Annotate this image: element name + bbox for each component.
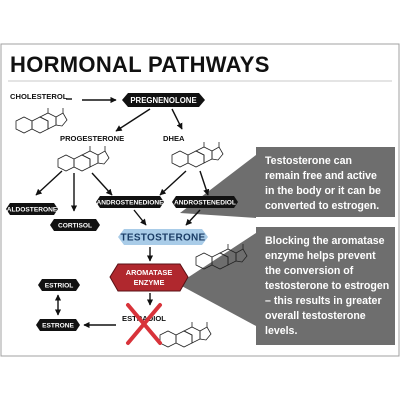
progesterone-label: PROGESTERONE xyxy=(60,134,124,143)
aromatase-enzyme-badge xyxy=(109,263,189,292)
androstenediol-pill xyxy=(172,196,238,208)
estriol-pill xyxy=(38,279,80,291)
hormonal-pathways-diagram: HORMONAL PATHWAYS Testosterone can remai… xyxy=(0,43,400,357)
cortisol-pill xyxy=(50,219,100,231)
cortisol-label: CORTISOL xyxy=(58,223,92,230)
callout-bottom-line: Blocking the aromatase xyxy=(265,235,385,247)
callout-bottom-text: Blocking the aromatase enzyme helps prev… xyxy=(265,235,389,337)
callout-bottom xyxy=(256,227,395,345)
callout-top-text: Testosterone can remain free and active … xyxy=(265,155,381,212)
callout-top-line: in the body or it can be xyxy=(265,185,381,197)
diagram-title: HORMONAL PATHWAYS xyxy=(10,52,270,77)
testosterone-label: TESTOSTERONE xyxy=(120,233,205,244)
dhea-label: DHEA xyxy=(163,134,185,143)
arrow-dhea-androstenedione xyxy=(159,170,187,196)
callout-bottom-line: testosterone to estrogen xyxy=(265,280,389,292)
cholesterol-label: CHOLESTEROL xyxy=(10,92,68,101)
arrow-pregnenolone-progesterone xyxy=(115,108,151,132)
arrow-pregnenolone-dhea xyxy=(171,108,183,130)
callout-bottom-line: – this results in greater xyxy=(265,295,382,307)
callout-top-line: Testosterone can xyxy=(265,155,352,167)
androstenediol-label: ANDROSTENEDIOL xyxy=(174,200,236,207)
blocked-cross-icon xyxy=(126,303,162,345)
aromatase-label-line1: AROMATASE xyxy=(126,268,173,277)
estrone-pill xyxy=(36,319,80,331)
arrow-dhea-androstenediol xyxy=(199,170,210,196)
pregnenolone-pill xyxy=(122,93,205,107)
estrone-label: ESTRONE xyxy=(42,323,74,330)
callout-bottom-line: levels. xyxy=(265,325,297,337)
arrow-androstenediol-testosterone xyxy=(185,209,201,226)
estradiol-label: ESTRADIOL xyxy=(122,314,166,323)
callout-bottom-line: enzyme helps prevent xyxy=(265,250,376,262)
callout-top-line: converted to estrogen. xyxy=(265,200,379,212)
callout-top-line: remain free and active xyxy=(265,170,377,182)
diagram-card: HORMONAL PATHWAYS Testosterone can remai… xyxy=(0,43,400,357)
testosterone-highlight xyxy=(118,229,208,245)
callout-bottom-line: the conversion of xyxy=(265,265,354,277)
androstenedione-label: ANDROSTENEDIONE xyxy=(96,200,164,207)
arrow-progesterone-aldosterone xyxy=(35,170,63,196)
aldosterone-pill xyxy=(6,203,58,215)
aldosterone-label: ALDOSTERONE xyxy=(7,207,58,214)
estriol-label: ESTRIOL xyxy=(45,283,74,290)
androstenedione-pill xyxy=(96,196,164,208)
aromatase-label-line2: ENZYME xyxy=(134,278,165,287)
callout-top xyxy=(256,147,395,217)
arrow-androstenedione-testosterone xyxy=(133,209,147,226)
arrow-progesterone-androstenedione xyxy=(91,172,113,196)
pregnenolone-label: PREGNENOLONE xyxy=(130,96,196,105)
callout-bottom-line: overall testosterone xyxy=(265,310,366,322)
callout-bottom-pointer xyxy=(178,233,256,326)
